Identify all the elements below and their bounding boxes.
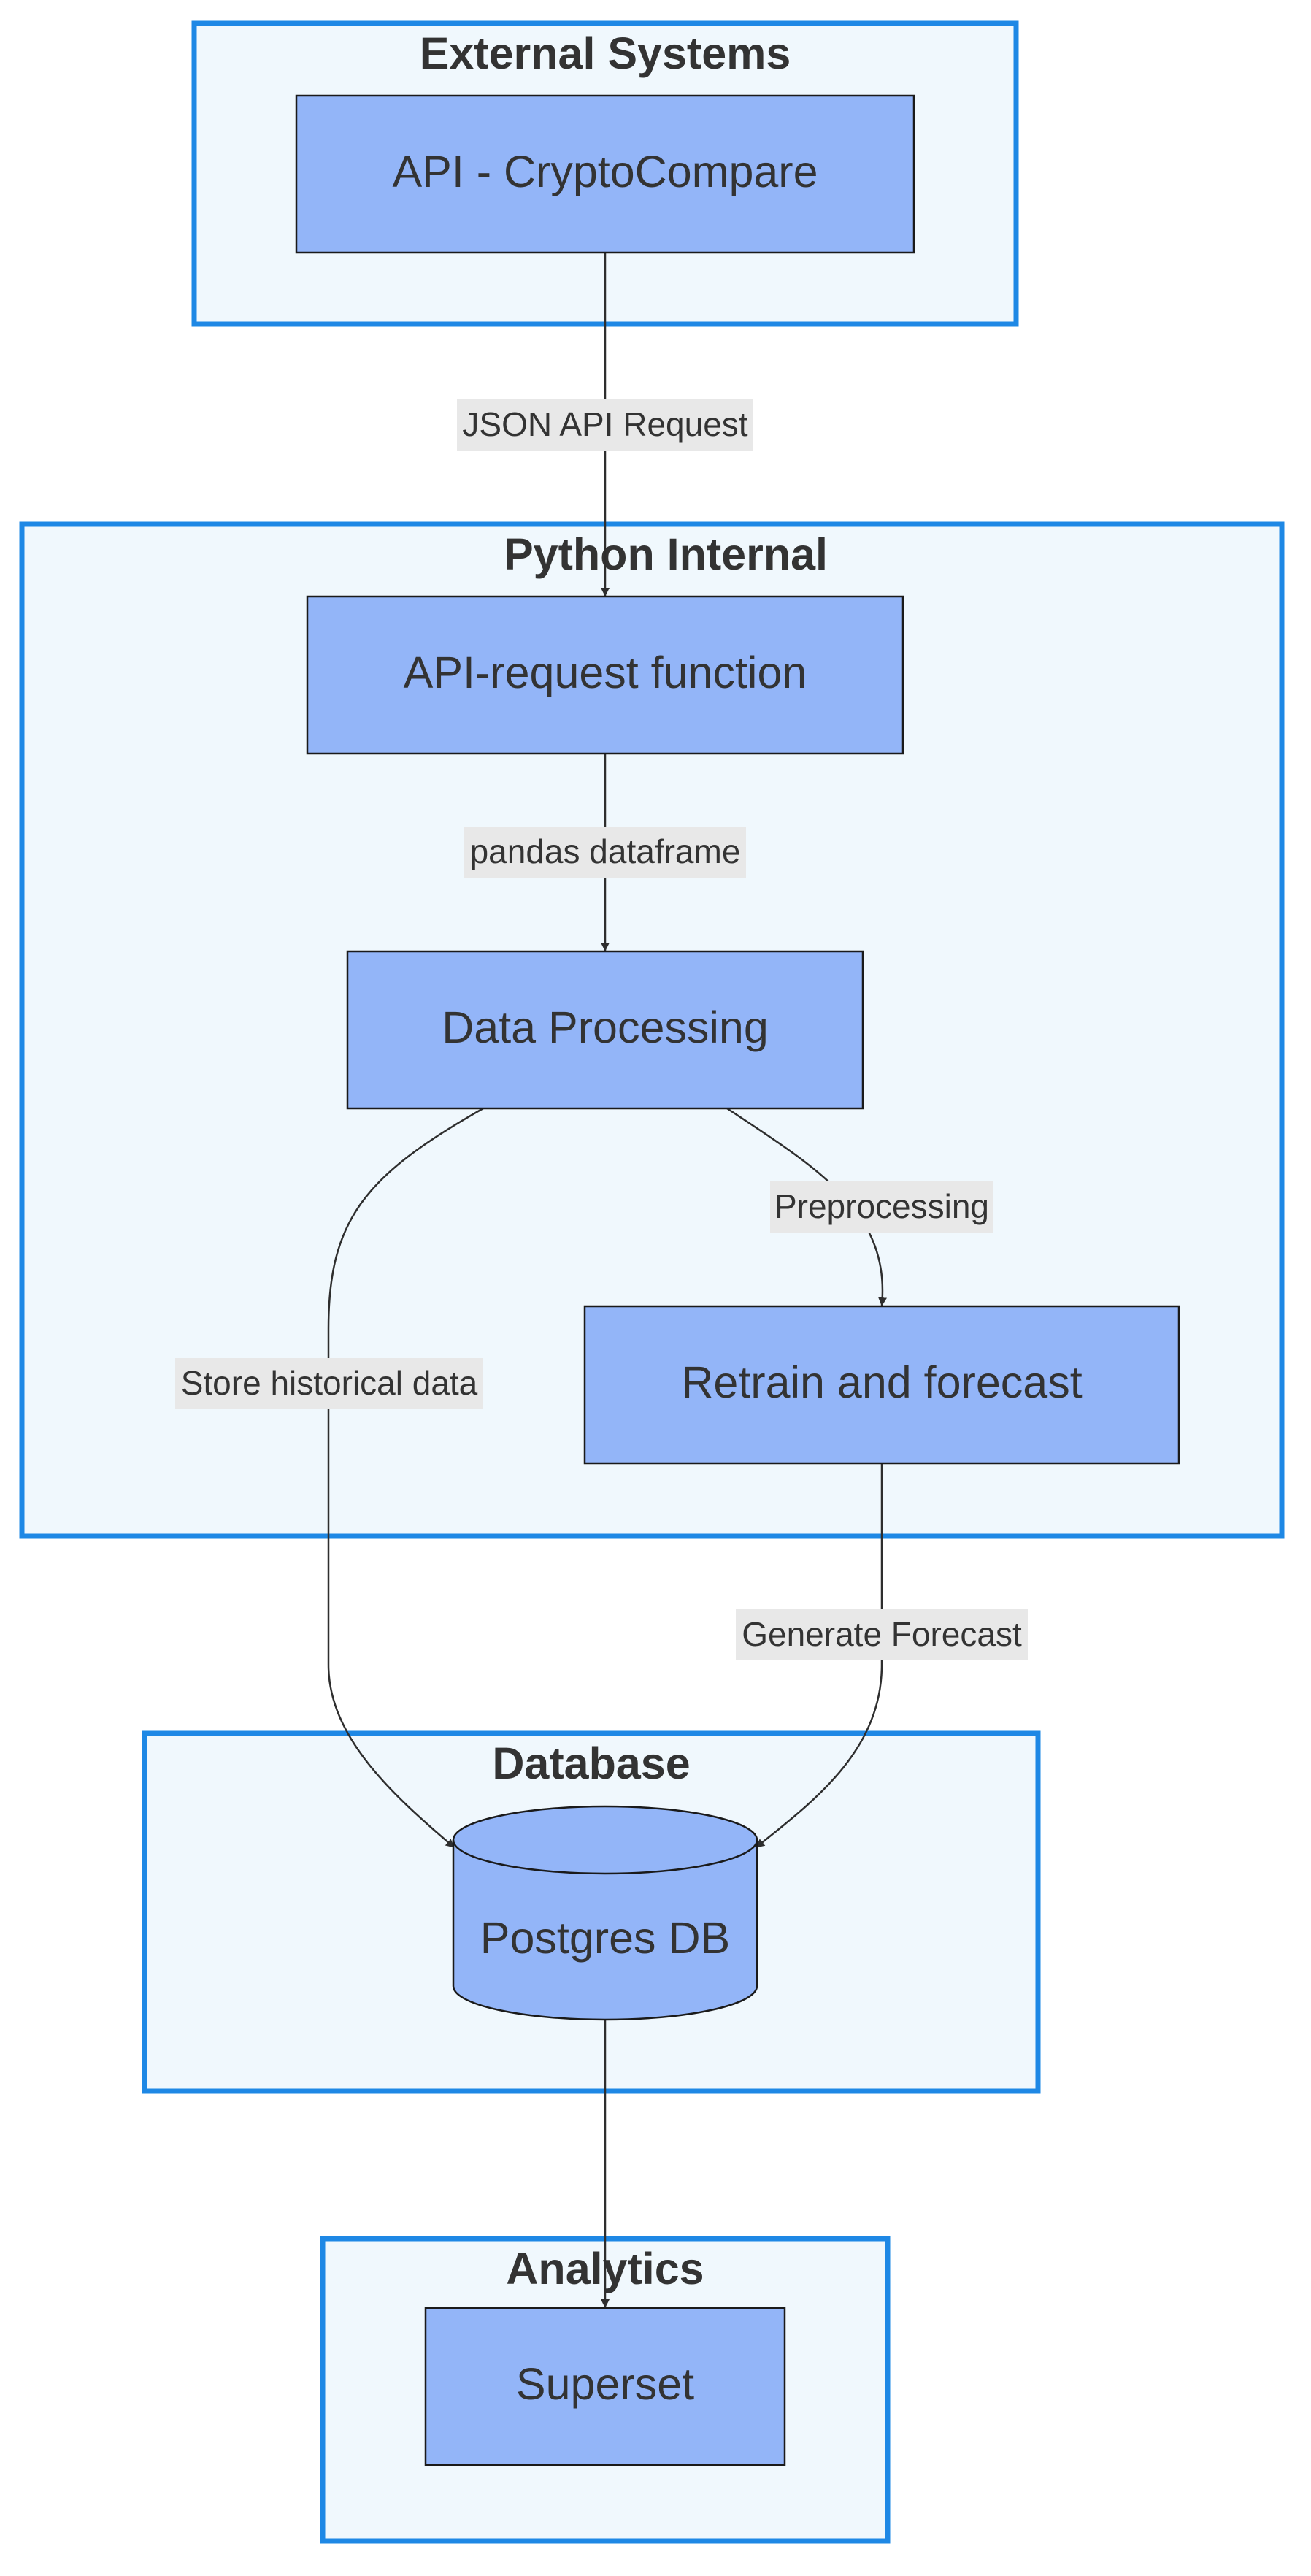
node-api-cryptocompare: API - CryptoCompare xyxy=(295,94,915,254)
svg-text:Preprocessing: Preprocessing xyxy=(774,1187,989,1225)
svg-text:Retrain and forecast: Retrain and forecast xyxy=(681,1357,1082,1407)
svg-text:Superset: Superset xyxy=(516,2359,694,2409)
edge-generate-forecast xyxy=(756,1463,883,1848)
svg-text:pandas dataframe: pandas dataframe xyxy=(470,832,741,870)
svg-text:JSON API Request: JSON API Request xyxy=(462,405,747,443)
edge-label-preprocessing: Preprocessing xyxy=(770,1181,993,1233)
cluster-title-external-systems: External Systems xyxy=(420,28,791,78)
node-superset: Superset xyxy=(424,2307,786,2466)
svg-text:API-request function: API-request function xyxy=(404,648,807,697)
svg-text:Postgres DB: Postgres DB xyxy=(480,1913,730,1963)
edge-store-historical-data xyxy=(327,1107,484,1848)
edge-label-pandas-dataframe: pandas dataframe xyxy=(464,827,746,878)
cluster-title-python-internal: Python Internal xyxy=(504,529,828,579)
svg-text:Store historical data: Store historical data xyxy=(181,1364,478,1402)
edge-label-generate-forecast: Generate Forecast xyxy=(736,1609,1028,1660)
svg-text:API - CryptoCompare: API - CryptoCompare xyxy=(392,147,818,196)
node-postgres-db: Postgres DB xyxy=(452,1805,758,2021)
node-api-request-function: API-request function xyxy=(306,595,904,755)
svg-text:Generate Forecast: Generate Forecast xyxy=(742,1615,1022,1653)
svg-text:Data Processing: Data Processing xyxy=(442,1003,769,1052)
edge-label-json-api-request: JSON API Request xyxy=(457,399,753,451)
edge-label-store-historical-data: Store historical data xyxy=(175,1358,483,1409)
node-retrain-and-forecast: Retrain and forecast xyxy=(583,1305,1180,1465)
cluster-title-database: Database xyxy=(492,1739,690,1788)
node-data-processing: Data Processing xyxy=(346,950,864,1110)
